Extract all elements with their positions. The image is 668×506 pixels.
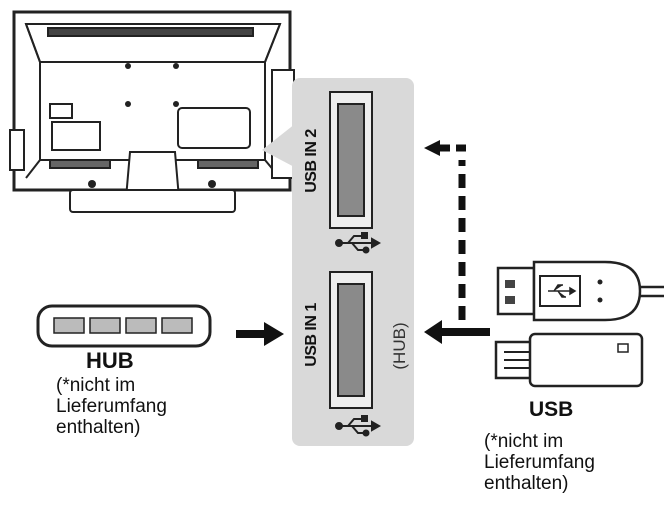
- usb-title: USB: [529, 398, 574, 421]
- usb-in-1-label: USB IN 1: [303, 303, 320, 367]
- usb-stick: [494, 332, 644, 388]
- tv-label-plate: [51, 121, 101, 151]
- usb-in-2-label: USB IN 2: [303, 129, 320, 193]
- tv-side-port: [9, 129, 25, 171]
- arrow-icon: [236, 322, 284, 346]
- tv-bevel-lines: [25, 23, 281, 179]
- tv-stand-base: [69, 189, 236, 213]
- tv-label-sticker: [49, 103, 73, 119]
- hub-title: HUB: [86, 348, 134, 373]
- tv-vent-left: [49, 159, 111, 169]
- dashed-arrow-head: [424, 140, 440, 156]
- port-panel: [292, 78, 414, 446]
- usb-note: (*nicht im Lieferumfang enthalten): [484, 431, 595, 494]
- hub-port-tag: (HUB): [390, 322, 409, 370]
- tv-vent-right: [197, 159, 259, 169]
- arrow-icon: [424, 320, 490, 344]
- hub-note: (*nicht im Lieferumfang enthalten): [56, 375, 167, 438]
- tv-screw-holes: [88, 63, 216, 188]
- usb-port-2: [329, 91, 373, 229]
- usb-symbol-icon: [335, 232, 382, 254]
- dashed-arrow-icon: [440, 144, 466, 320]
- callout-pointer: [262, 120, 300, 170]
- usb-port-1: [329, 271, 373, 409]
- usb-symbol-icon: [335, 415, 382, 437]
- usb-plug: [496, 260, 664, 322]
- tv-vent-top: [47, 27, 254, 37]
- tv-connector-panel: [177, 107, 251, 149]
- hub-device: [36, 304, 212, 348]
- tv-back: [9, 10, 295, 213]
